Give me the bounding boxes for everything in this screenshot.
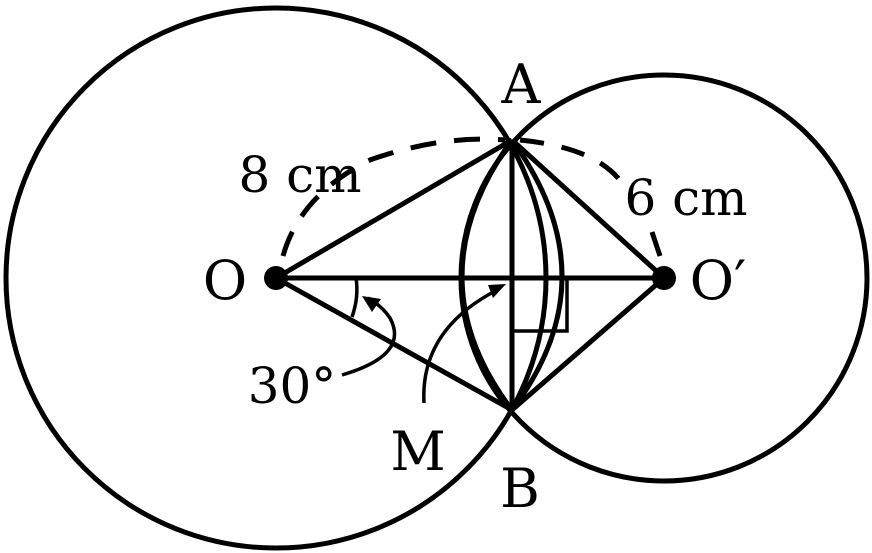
- angle-label-30: 30°: [248, 357, 337, 415]
- point-label-A: A: [501, 53, 542, 116]
- right-angle-marker: [512, 278, 569, 333]
- segment-AO-prime: [510, 138, 666, 280]
- angle-pointer: [341, 296, 397, 377]
- angle-arc-30: [350, 277, 359, 318]
- segment-OA: [274, 137, 514, 281]
- m-pointer-arrowhead: [488, 284, 506, 298]
- lens-arc-left: [459, 138, 515, 412]
- dashed-arc-radius-O-prime: [519, 137, 627, 188]
- center-dot-O-prime: [652, 266, 676, 290]
- point-label-O: O: [203, 249, 247, 312]
- radius-label-O: 8 cm: [238, 146, 361, 204]
- angle-pointer-arrowhead: [362, 296, 381, 312]
- segment-BO-prime: [510, 276, 666, 412]
- point-label-M: M: [390, 420, 445, 483]
- dashed-arc-radius-O: [280, 136, 506, 257]
- dashed-arc-radius-O-prime-end: [649, 231, 663, 257]
- point-label-O-prime: O′: [690, 249, 747, 312]
- center-dot-O: [264, 266, 288, 290]
- radius-label-O-prime: 6 cm: [624, 169, 747, 227]
- point-label-B: B: [500, 457, 540, 520]
- m-pointer: [422, 288, 498, 404]
